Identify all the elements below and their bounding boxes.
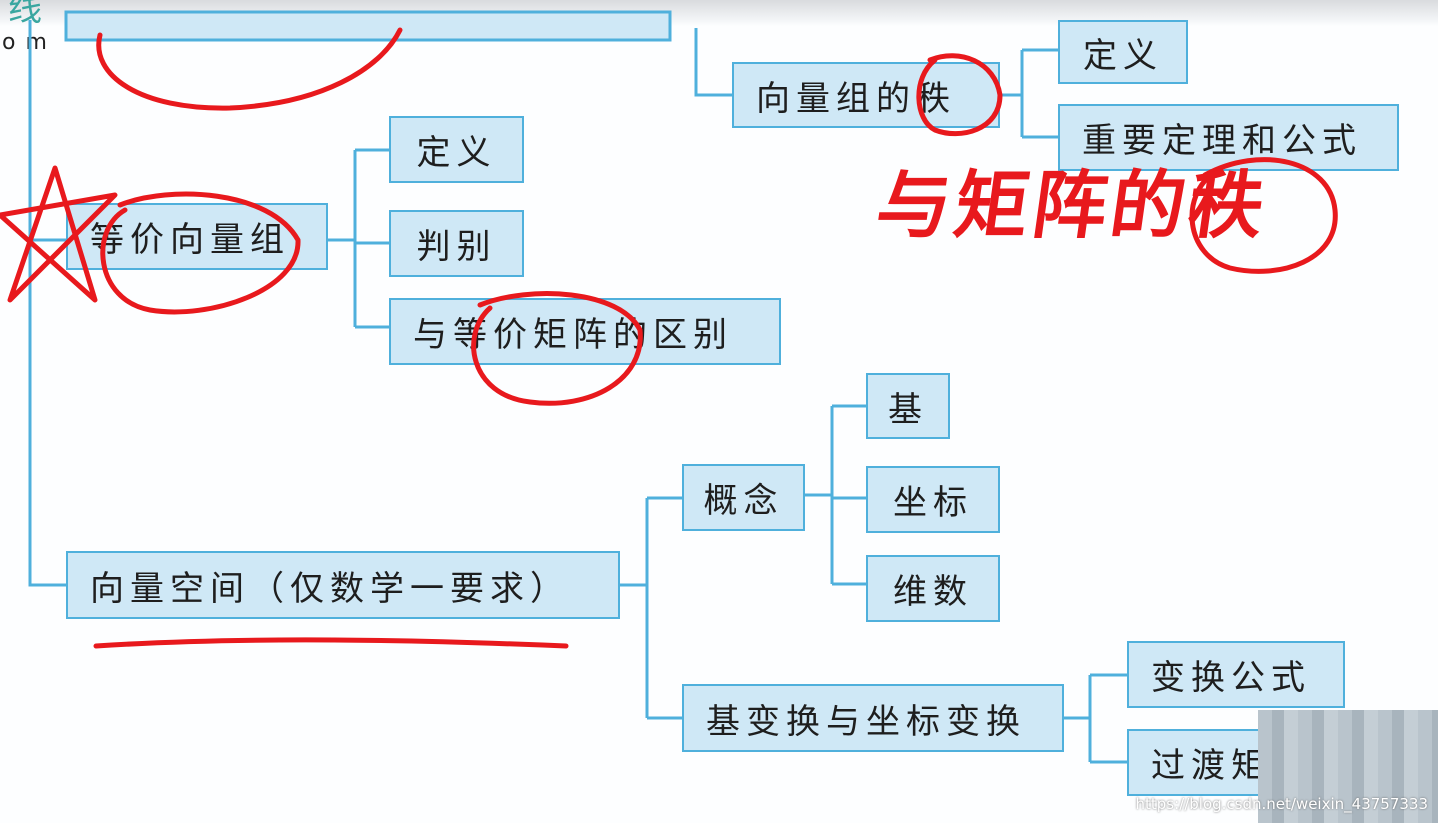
ink-circle-top-left [99,30,400,108]
watermark-url: https://blog.csdn.net/weixin_43757333 [1135,795,1428,813]
ink-circle-rank-char [919,56,1000,134]
ink-circle-equiv-matrix [474,294,641,404]
handwritten-note: 与矩阵的秩 [870,146,1275,253]
ink-underline-vector-space [96,640,566,646]
ink-circle-equiv-group [103,194,298,312]
ink-star [0,168,115,300]
